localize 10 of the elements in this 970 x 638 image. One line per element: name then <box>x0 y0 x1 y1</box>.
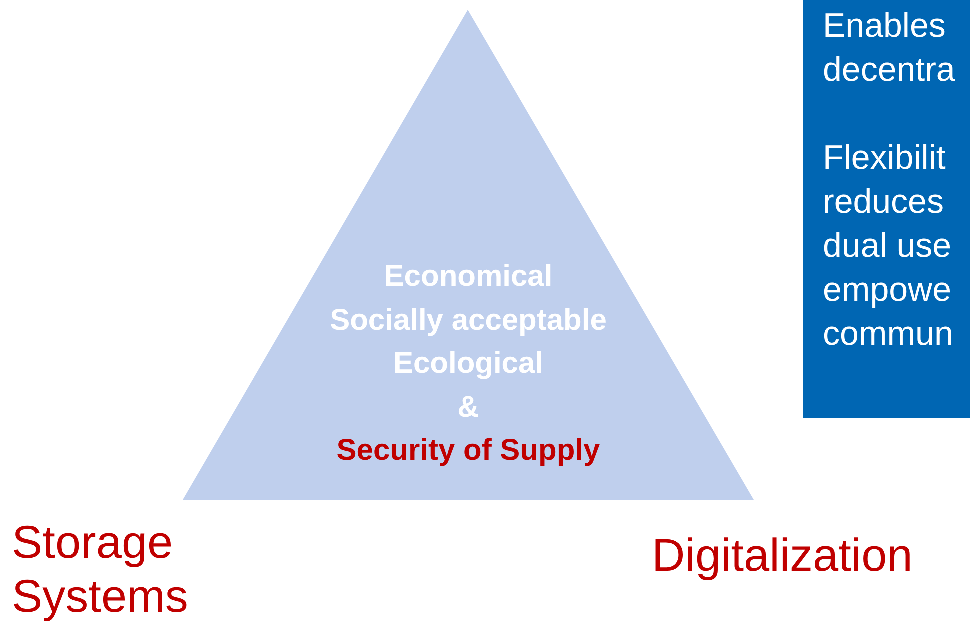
triangle-text: Security of Supply <box>336 433 600 469</box>
triangle-text: Economical <box>384 259 553 295</box>
triangle-text: Ecological <box>393 346 544 382</box>
triangle-text: & <box>458 390 480 426</box>
panel-text: Enables decentra <box>823 6 956 91</box>
info-panel <box>803 0 970 418</box>
corner-label: Storage Systems <box>12 515 190 623</box>
panel-text: Flexibilit reduces dual use empowe commun <box>823 138 954 355</box>
triangle-text: Socially acceptable <box>330 302 607 338</box>
corner-label: Digitalization <box>652 528 914 582</box>
